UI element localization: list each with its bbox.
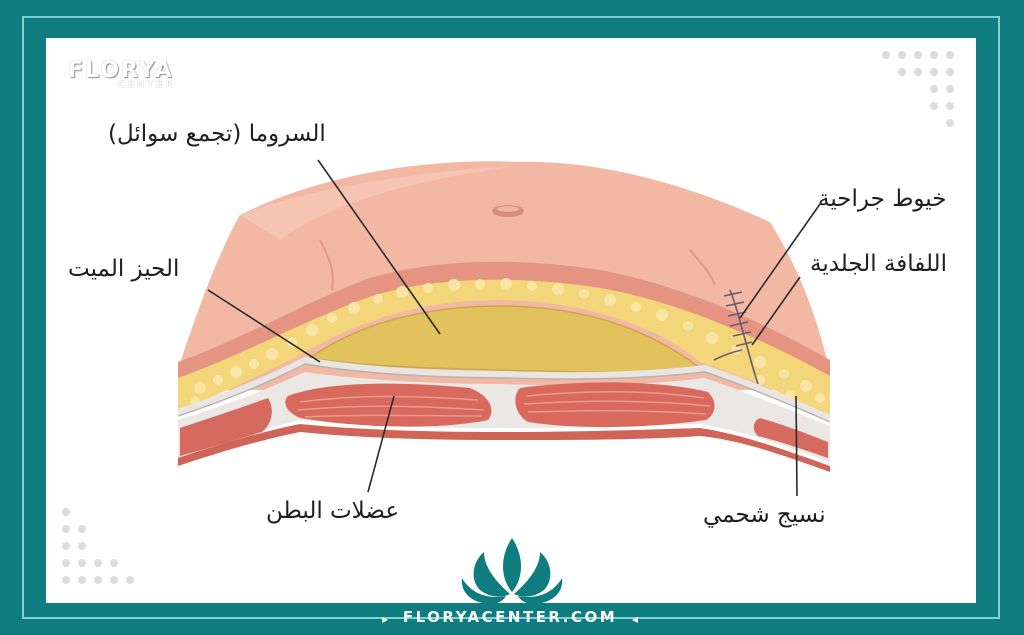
label-seroma: السروما (تجمع سوائل) xyxy=(108,121,326,147)
leader-muscles xyxy=(367,395,395,493)
fascia-upper-edge xyxy=(177,363,831,423)
skin-shading xyxy=(240,166,520,240)
label-fat-tissue: نسيج شحمي xyxy=(703,502,826,528)
muscle-left-outer xyxy=(180,398,272,456)
label-dead-space: الحيز الميت xyxy=(68,256,180,282)
inner-frame-line xyxy=(22,16,1000,619)
leader-sutures xyxy=(739,203,821,319)
leader-skin-flap xyxy=(751,276,801,346)
label-abdominal-muscles: عضلات البطن xyxy=(266,498,400,524)
logo-name: FLORYA xyxy=(68,58,174,83)
muscle-right-outer xyxy=(753,418,828,458)
leader-fat xyxy=(795,395,798,497)
navel-highlight xyxy=(497,206,519,212)
dots-top-right xyxy=(882,51,954,127)
lower-fascia xyxy=(178,424,830,472)
surgical-sutures xyxy=(713,289,759,385)
muscle-fibers-right xyxy=(523,390,711,415)
fat-globules xyxy=(190,278,825,407)
leader-seroma xyxy=(317,159,441,335)
label-skin-flap: اللفافة الجلدية xyxy=(810,251,947,277)
footer-url-bar: FLORYACENTER.COM xyxy=(380,604,640,635)
muscle-fibers-left xyxy=(297,395,485,418)
skin-crease-left xyxy=(319,239,334,291)
leader-dead-space xyxy=(207,289,321,363)
dermis-layer xyxy=(178,261,830,378)
footer-url[interactable]: FLORYACENTER.COM xyxy=(402,608,618,626)
skin-crease-right xyxy=(689,249,716,286)
logo-sub: CENTER xyxy=(118,80,176,90)
label-surgical-sutures: خيوط جراحية xyxy=(818,186,947,212)
leader-lines xyxy=(207,159,821,497)
dots-bottom-left xyxy=(62,508,134,584)
florya-logo-watermark: FLORYA CENTER xyxy=(68,58,176,90)
fascia-upper xyxy=(177,356,832,421)
footer-arrows xyxy=(382,617,638,623)
